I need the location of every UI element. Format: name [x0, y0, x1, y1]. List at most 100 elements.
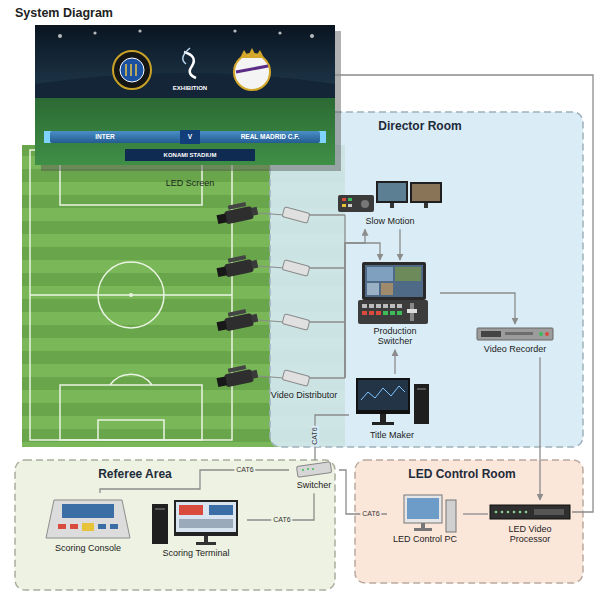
production-switcher-device	[383, 311, 402, 315]
led-screen-picture	[236, 66, 268, 72]
video-distributor-box	[282, 370, 310, 386]
camera-cable	[258, 266, 284, 268]
production-switcher-device	[395, 267, 421, 281]
scoring-console-device	[58, 524, 66, 529]
production-switcher-device	[397, 304, 402, 308]
network-switch-device	[302, 469, 304, 471]
video-recorder-device	[545, 332, 549, 336]
football-pitch	[98, 420, 164, 440]
referee-area-region	[15, 460, 335, 590]
cable-connector	[315, 415, 349, 460]
production-switcher-device	[397, 311, 402, 315]
video-camera	[217, 320, 228, 331]
slow-motion-device	[376, 181, 408, 203]
video-camera	[251, 370, 259, 379]
slow-motion-device	[412, 184, 440, 201]
camera-cable	[258, 320, 284, 322]
scoring-terminal-device	[174, 500, 238, 536]
led-video-processor-device	[525, 511, 528, 514]
equipment-label: Scoring Terminal	[145, 548, 247, 558]
led-screen-picture	[183, 48, 190, 64]
video-camera	[215, 253, 259, 279]
led-video-processor-device	[534, 509, 564, 515]
video-distributor-box	[282, 207, 310, 386]
video-camera	[217, 266, 228, 277]
room-area: LED Control RoomLED Control PCLED Video …	[355, 460, 583, 583]
title-maker-device	[372, 422, 394, 425]
production-switcher-device	[376, 311, 381, 315]
scoring-console-device	[98, 524, 118, 529]
football-pitch	[110, 374, 152, 385]
led-screen-picture	[180, 130, 200, 144]
led-screen-picture	[58, 34, 62, 38]
screen-caption: LED Screen	[166, 178, 215, 188]
video-camera	[215, 363, 259, 389]
led-video-processor-device	[507, 511, 510, 514]
screen-caption: INTER	[95, 133, 115, 140]
scoring-console-device	[98, 524, 106, 529]
title-maker-device	[414, 384, 429, 424]
video-distributor-box	[282, 207, 310, 223]
led-screen-picture	[113, 51, 151, 89]
scoring-terminal-device	[176, 502, 236, 532]
video-recorder-device	[477, 328, 553, 340]
led-screen-picture	[240, 48, 264, 58]
equipment-node: Scoring Terminal	[145, 496, 247, 561]
production-switcher-device	[376, 304, 381, 308]
scoring-terminal-device	[209, 505, 233, 515]
equipment-label: LED Control PC	[387, 534, 463, 544]
video-recorder-device	[477, 328, 553, 340]
slow-motion-device	[390, 203, 394, 208]
cable-connector	[345, 229, 365, 378]
production-switcher-device	[369, 304, 374, 308]
cable-label: CAT6	[360, 510, 381, 518]
cable-label: CAT6	[271, 516, 292, 524]
led-screen-picture	[278, 31, 281, 34]
led-control-pc-device	[446, 500, 456, 532]
video-camera	[215, 200, 259, 226]
scoring-terminal-device	[152, 500, 238, 545]
production-switcher-device	[362, 262, 426, 300]
led-screen-picture	[35, 25, 341, 171]
title-maker-device	[356, 378, 429, 425]
cable-connector	[539, 357, 540, 500]
screen-caption: KONAMI STADIUM	[164, 152, 217, 159]
network-switch-device	[296, 462, 331, 478]
production-switcher-device	[358, 300, 428, 324]
production-switcher-device	[407, 309, 417, 313]
cable-connector	[440, 293, 515, 324]
led-video-processor-device	[513, 511, 516, 514]
equipment-node: Slow Motion	[332, 180, 448, 229]
cable-label: CAT6	[311, 425, 319, 446]
led-screen-picture	[120, 58, 144, 82]
production-switcher-device	[383, 304, 388, 308]
cable-connector	[339, 470, 387, 514]
production-switcher-device	[362, 304, 402, 308]
video-camera	[217, 376, 228, 387]
scoring-console-device	[110, 524, 118, 529]
led-control-pc-device	[407, 498, 439, 519]
video-camera	[251, 207, 259, 216]
distributor-bus	[308, 214, 345, 215]
football-pitch	[30, 150, 232, 440]
led-screen-picture	[35, 25, 335, 165]
led-video-processor-device	[490, 505, 570, 519]
scoring-console-device	[82, 523, 94, 531]
region-heading: Director Room	[378, 120, 461, 134]
led-control-room-region	[355, 460, 583, 583]
led-video-processor-device	[495, 511, 498, 514]
video-recorder-device	[505, 332, 533, 335]
region-heading: LED Control Room	[408, 468, 515, 482]
room-area: Referee AreaScoring ConsoleScoring Termi…	[15, 460, 335, 590]
scoring-terminal-device	[152, 504, 168, 544]
slow-motion-device	[348, 204, 352, 207]
led-control-pc-device	[404, 495, 456, 532]
equipment-label: Title Maker	[349, 430, 435, 440]
production-switcher-device	[362, 311, 381, 315]
scoring-terminal-device	[179, 505, 203, 515]
camera-cable	[258, 213, 284, 215]
football-pitch	[129, 293, 133, 297]
slow-motion-device	[342, 204, 346, 207]
